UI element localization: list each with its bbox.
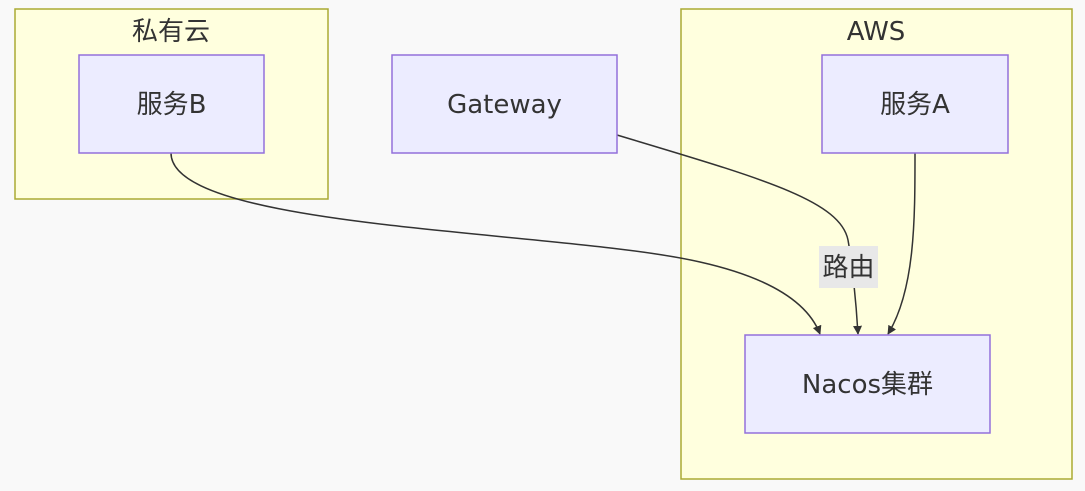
edge-gateway-to-nacos [616, 134, 863, 335]
node-service-b-label: 服务B [137, 90, 207, 120]
node-gateway-label: Gateway [447, 90, 562, 120]
edge-service-a-to-nacos [887, 152, 916, 335]
node-gateway-box[interactable] [391, 54, 618, 154]
cluster-aws-title: AWS [847, 17, 906, 47]
edge-label-route-bg [819, 246, 878, 288]
edge-label-route: 路由 [819, 246, 878, 288]
node-nacos-cluster-label: Nacos集群 [802, 370, 933, 400]
node-gateway[interactable]: Gateway [391, 54, 618, 154]
node-service-b[interactable]: 服务B [78, 54, 265, 154]
edges [170, 134, 916, 335]
node-service-a-label: 服务A [880, 90, 950, 120]
node-service-b-box[interactable] [78, 54, 265, 154]
edge-service-b-to-nacos [170, 152, 822, 335]
cluster-private-cloud-title: 私有云 [132, 17, 210, 47]
node-nacos-cluster[interactable]: Nacos集群 [744, 334, 991, 434]
node-service-a-box[interactable] [821, 54, 1009, 154]
node-service-a[interactable]: 服务A [821, 54, 1009, 154]
node-nacos-cluster-box[interactable] [744, 334, 991, 434]
edge-label-route-text: 路由 [822, 253, 874, 283]
